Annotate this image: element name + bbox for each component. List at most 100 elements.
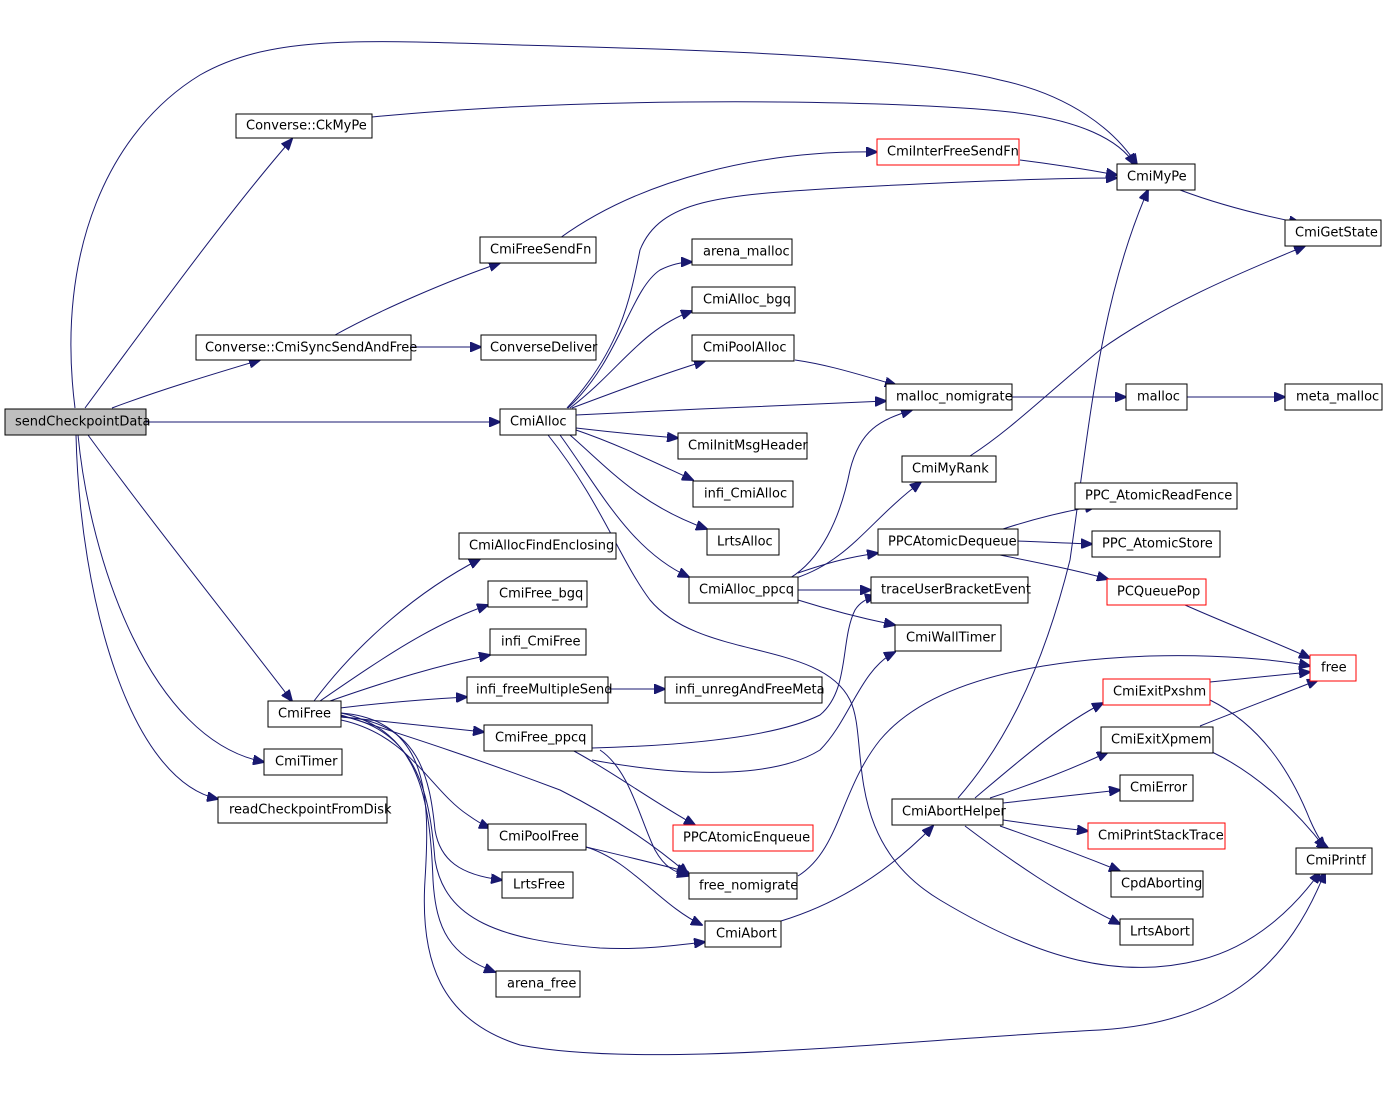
- node-ppcatomicenqueue[interactable]: PPCAtomicEnqueue: [672, 824, 814, 852]
- node-label: sendCheckpointData: [15, 415, 150, 430]
- edge-cmifreeppcq-to-traceuserbracketevent: [591, 596, 876, 749]
- node-malloc-nomigrate[interactable]: malloc_nomigrate: [885, 383, 1013, 411]
- edge-cmifree-to-cmiallocfindenclosing: [313, 559, 480, 702]
- node-label: CmiWallTimer: [906, 631, 996, 646]
- node-label: CmiInterFreeSendFn: [887, 145, 1019, 160]
- edge-sendcheckpointdata-to-readcheckpointfromdisk: [75, 434, 218, 799]
- function-nodes: sendCheckpointData Converse::CkMyPe CmiF…: [4, 113, 1383, 998]
- node-converse-cmisyncsendandfree[interactable]: Converse::CmiSyncSendAndFree: [195, 334, 417, 361]
- node-infi-cmifree[interactable]: infi_CmiFree: [489, 628, 587, 656]
- node-cmipoolalloc[interactable]: CmiPoolAlloc: [691, 334, 795, 362]
- node-lrtsabort[interactable]: LrtsAbort: [1119, 918, 1194, 946]
- node-label: infi_freeMultipleSend: [476, 683, 613, 698]
- node-cmitimer[interactable]: CmiTimer: [263, 748, 343, 776]
- node-lrtsfree[interactable]: LrtsFree: [501, 871, 574, 899]
- edge-cmiallocppcq-to-cmiwalltimer: [797, 599, 895, 625]
- node-cmifreesendfn[interactable]: CmiFreeSendFn: [479, 236, 597, 264]
- edge-cmisyncsendandfree-to-cmifreesendfn: [334, 263, 500, 336]
- node-infi-cmialloc[interactable]: infi_CmiAlloc: [692, 480, 794, 508]
- edge-cmialloc-to-cmiinitmsgheader: [575, 427, 678, 438]
- node-label: meta_malloc: [1296, 390, 1379, 405]
- edge-cmifreeppcq-to-ppcatomicenqueue: [571, 749, 695, 825]
- node-cmiprintf[interactable]: CmiPrintf: [1295, 847, 1373, 875]
- node-infi-unregandfreemeta[interactable]: infi_unregAndFreeMeta: [664, 676, 825, 704]
- node-arena-free[interactable]: arena_free: [495, 970, 581, 998]
- edge-cmialloc-to-inficmialloc: [575, 429, 693, 480]
- node-free[interactable]: free: [1309, 654, 1357, 682]
- edge-cmiexitpxshm-to-cmiprintf: [1209, 699, 1328, 848]
- node-lrtsalloc[interactable]: LrtsAlloc: [706, 528, 780, 556]
- edge-cmiaborthelper-to-cmimype: [957, 190, 1148, 799]
- node-converse-ckmype[interactable]: Converse::CkMyPe: [235, 113, 373, 139]
- node-cmialloc[interactable]: CmiAlloc: [499, 408, 577, 436]
- node-meta-malloc[interactable]: meta_malloc: [1284, 383, 1383, 411]
- edge-cmiaborthelper-to-cpdaborting: [999, 825, 1120, 871]
- node-label: ConverseDeliver: [490, 341, 598, 356]
- node-cmimype[interactable]: CmiMyPe: [1116, 163, 1196, 191]
- node-label: LrtsFree: [513, 878, 565, 893]
- node-free-nomigrate[interactable]: free_nomigrate: [688, 872, 798, 900]
- node-conversedeliver[interactable]: ConverseDeliver: [480, 334, 598, 361]
- node-label: infi_unregAndFreeMeta: [675, 683, 825, 698]
- node-readcheckpointfromdisk[interactable]: readCheckpointFromDisk: [217, 796, 392, 824]
- node-cmierror[interactable]: CmiError: [1119, 774, 1194, 802]
- node-ppc-atomicreadfence[interactable]: PPC_AtomicReadFence: [1074, 482, 1238, 510]
- node-cmiexitpxshm[interactable]: CmiExitPxshm: [1102, 678, 1211, 706]
- node-ppc-atomicstore[interactable]: PPC_AtomicStore: [1091, 530, 1221, 558]
- edge-cmiinterfreesendfn-to-cmimype: [1019, 159, 1117, 175]
- node-cmiinterfreesendfn[interactable]: CmiInterFreeSendFn: [876, 138, 1020, 166]
- node-arena-malloc[interactable]: arena_malloc: [691, 238, 793, 266]
- node-traceuserbracketevent[interactable]: traceUserBracketEvent: [870, 576, 1031, 604]
- node-cmiallocfindenclosing[interactable]: CmiAllocFindEnclosing: [458, 532, 617, 560]
- node-label: CmiFreeSendFn: [490, 243, 591, 258]
- edge-cmifree-to-cmipoolfree: [340, 719, 490, 828]
- node-cmiabort[interactable]: CmiAbort: [704, 920, 782, 948]
- node-cmiaborthelper[interactable]: CmiAbortHelper: [891, 798, 1007, 826]
- node-ppcatomicdequeue[interactable]: PPCAtomicDequeue: [877, 528, 1019, 556]
- edge-ppcatomicdequeue-to-ppcatomicreadfence: [999, 506, 1096, 531]
- edge-cmifreesendfn-to-cmiinterfreesendfn: [559, 152, 877, 239]
- node-cmialloc-bgq[interactable]: CmiAlloc_bgq: [691, 286, 796, 314]
- node-sendcheckpointdata[interactable]: sendCheckpointData: [4, 408, 150, 436]
- edge-cmiaborthelper-to-cmiexitpxshm: [974, 703, 1103, 799]
- node-label: Converse::CmiSyncSendAndFree: [205, 341, 417, 356]
- node-cmifree[interactable]: CmiFree: [267, 700, 342, 728]
- edge-cmimype-to-cmigetstate: [1179, 189, 1300, 223]
- node-label: traceUserBracketEvent: [881, 583, 1031, 598]
- edge-cmipoolalloc-to-mallocnomigrate: [794, 359, 896, 385]
- node-label: PPC_AtomicStore: [1102, 537, 1213, 552]
- edge-sendcheckpointdata-to-cmisyncsendandfree: [111, 360, 260, 409]
- edge-cmiallocppcq-to-ppcatomicdequeue: [797, 553, 878, 574]
- node-infi-freemultiplesend[interactable]: infi_freeMultipleSend: [466, 676, 613, 704]
- node-cmiinitmsgheader[interactable]: CmiInitMsgHeader: [677, 432, 808, 460]
- node-label: infi_CmiAlloc: [704, 487, 787, 502]
- edge-ppcatomicdequeue-to-pcqueuepop: [999, 554, 1108, 579]
- edge-ppcatomicdequeue-to-ppcatomicstore: [1017, 541, 1092, 544]
- node-cmifree-ppcq[interactable]: CmiFree_ppcq: [483, 724, 593, 752]
- node-label: CmiAlloc_bgq: [703, 293, 791, 308]
- node-label: free: [1321, 661, 1347, 676]
- edge-cmiexitxpmem-to-free: [1199, 680, 1318, 727]
- node-cmiprintstacktrace[interactable]: CmiPrintStackTrace: [1087, 822, 1226, 850]
- node-cmipoolfree[interactable]: CmiPoolFree: [487, 823, 587, 851]
- edge-cmimyrank-to-cmigetstate: [969, 246, 1305, 457]
- node-cmiwalltimer[interactable]: CmiWallTimer: [894, 624, 1002, 652]
- node-cmiexitxpmem[interactable]: CmiExitXpmem: [1100, 726, 1214, 754]
- node-cpdaborting[interactable]: CpdAborting: [1110, 870, 1204, 898]
- edge-cmialloc-to-cmiprintf: [547, 434, 1320, 968]
- edge-ckmype-to-cmimype: [371, 101, 1135, 165]
- node-pcqueuepop[interactable]: PCQueuePop: [1106, 578, 1207, 606]
- node-cmialloc-ppcq[interactable]: CmiAlloc_ppcq: [688, 576, 799, 604]
- edge-cmialloc-to-cmipoolalloc: [571, 361, 705, 409]
- node-label: malloc_nomigrate: [896, 390, 1013, 405]
- edge-cmifree-to-cmifreebgq: [319, 605, 488, 702]
- node-label: CmiPrintStackTrace: [1098, 829, 1224, 844]
- node-cmigetstate[interactable]: CmiGetState: [1284, 219, 1382, 247]
- node-cmifree-bgq[interactable]: CmiFree_bgq: [487, 580, 588, 608]
- node-cmimyrank[interactable]: CmiMyRank: [901, 455, 997, 483]
- edge-cmiaborthelper-to-cmiprintstacktrace: [1002, 819, 1088, 831]
- node-malloc[interactable]: malloc: [1125, 383, 1188, 411]
- node-label: CmiAlloc: [510, 415, 567, 430]
- node-label: CmiTimer: [275, 755, 338, 770]
